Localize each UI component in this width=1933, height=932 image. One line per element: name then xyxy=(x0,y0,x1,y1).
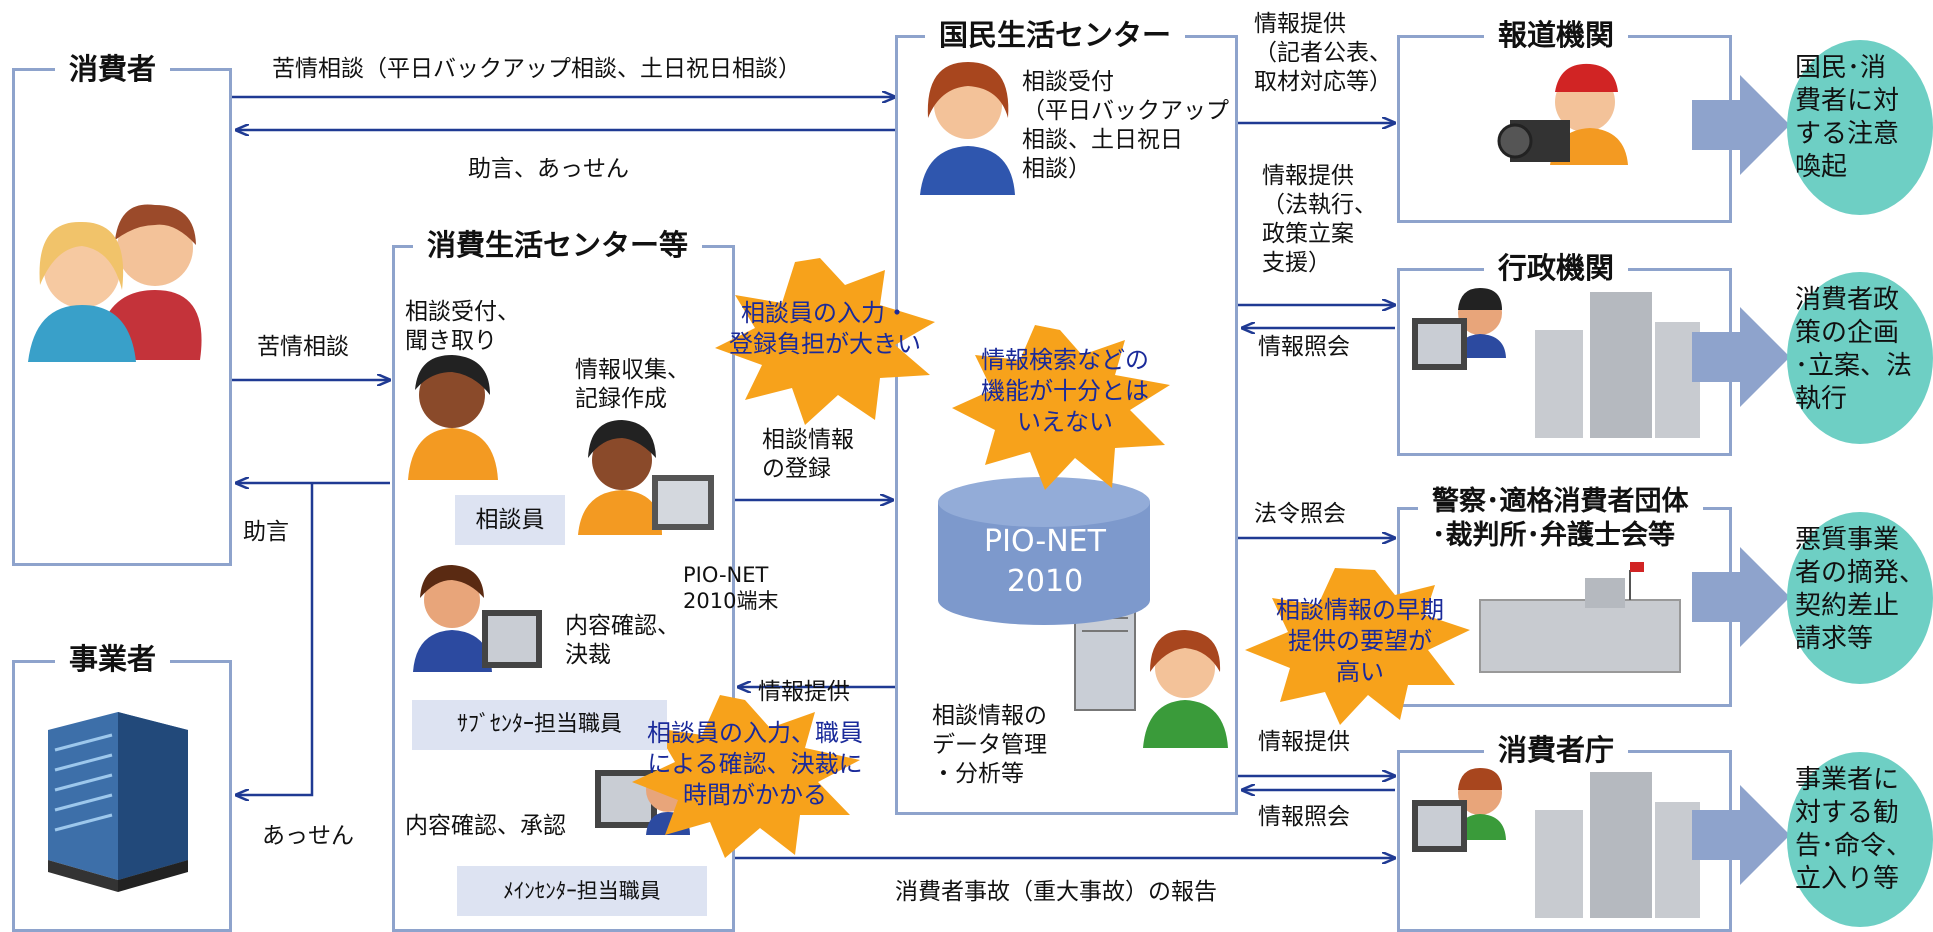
press-box xyxy=(1397,35,1732,223)
pio-net-label: PIO-NET 2010 xyxy=(984,524,1106,599)
label-accident: 消費者事故（重大事故）の報告 xyxy=(895,879,1217,905)
label-register: 相談情報 の登録 xyxy=(762,427,854,482)
sub-staff-label: ｻﾌﾞｾﾝﾀｰ担当職員 xyxy=(412,700,667,750)
outcome-3: 悪質事業 者の摘発、 契約差止 請求等 xyxy=(1787,512,1933,684)
consumers-icon xyxy=(28,204,202,362)
approve-label: 内容確認、承認 xyxy=(405,813,566,839)
label-admin-query: 情報照会 xyxy=(1258,334,1350,360)
outcome-arrows xyxy=(1692,75,1790,885)
caa-title: 消費者庁 xyxy=(1484,733,1629,767)
caa-person-icon xyxy=(1412,768,1506,852)
center-intake: 相談受付、 聞き取り xyxy=(405,299,520,354)
kokumin-manage: 相談情報の データ管理 ・分析等 xyxy=(932,703,1047,787)
press-title: 報道機関 xyxy=(1484,18,1629,52)
kokumin-intake-icon xyxy=(920,62,1015,195)
burst-text-2: 情報検索などの 機能が十分とは いえない xyxy=(981,346,1149,436)
business-title: 事業者 xyxy=(55,642,171,676)
burst-4 xyxy=(632,695,860,858)
center-collect: 情報収集、 記録作成 xyxy=(575,357,690,412)
label-info-center: 情報提供 xyxy=(758,679,850,705)
center-title: 消費生活センター等 xyxy=(413,228,703,262)
label-advice-top: 助言、あっせん xyxy=(468,156,629,182)
outcome-1: 国民･消 費者に対 する注意 喚起 xyxy=(1787,40,1933,215)
admin-person-icon xyxy=(1412,288,1506,370)
label-advice-mid: 助言 xyxy=(243,519,289,545)
burst-3 xyxy=(1245,568,1470,725)
label-complaint-top: 苦情相談（平日バックアップ相談、土日祝日相談） xyxy=(272,56,801,82)
review-label: 内容確認、 決裁 xyxy=(565,613,680,668)
label-caa-query: 情報照会 xyxy=(1258,804,1350,830)
camera-person-icon xyxy=(1497,63,1628,165)
arrow-mediation xyxy=(236,483,314,795)
burst-1 xyxy=(715,258,935,425)
burst-text-1: 相談員の入力・ 登録負担が大きい xyxy=(729,299,921,358)
burst-shapes xyxy=(632,258,1470,858)
admin-title: 行政機関 xyxy=(1484,251,1629,285)
kokumin-title: 国民生活センター xyxy=(925,18,1186,52)
police-title: 警察･適格消費者団体 ･裁判所･弁護士会等 xyxy=(1418,485,1703,553)
terminal-label: PIO-NET 2010端末 xyxy=(683,563,779,613)
burst-text-3: 相談情報の早期 提供の要望が 高い xyxy=(1276,596,1444,686)
outcome-2: 消費者政 策の企画 ･立案、法 執行 xyxy=(1787,272,1933,444)
label-complaint-mid: 苦情相談 xyxy=(257,334,349,360)
admin-building-icon xyxy=(1535,292,1700,438)
kokumin-intake: 相談受付 （平日バックアップ 相談、土日祝日 相談） xyxy=(1022,69,1229,182)
burst-text-4: 相談員の入力、職員 による確認、決裁に 時間がかかる xyxy=(647,719,863,809)
collector-icon xyxy=(578,420,714,535)
sub-staff-icon xyxy=(413,565,542,672)
counselor-icon xyxy=(408,355,498,480)
caa-building-icon xyxy=(1535,772,1700,918)
court-building-icon xyxy=(1479,562,1681,673)
label-caa-info: 情報提供 xyxy=(1258,729,1350,755)
label-law-query: 法令照会 xyxy=(1254,501,1346,527)
consumer-title: 消費者 xyxy=(55,52,171,86)
analyst-icon xyxy=(1143,630,1228,748)
building-icon xyxy=(48,712,188,892)
counselor-label: 相談員 xyxy=(455,495,565,545)
label-mediation: あっせん xyxy=(262,823,354,849)
outcome-4: 事業者に 対する勧 告･命令、 立入り等 xyxy=(1787,752,1933,927)
label-press-info: 情報提供 （記者公表、 取材対応等） xyxy=(1254,11,1392,95)
label-admin-info: 情報提供 （法執行、 政策立案 支援） xyxy=(1262,163,1377,276)
burst-2 xyxy=(952,325,1170,490)
main-staff-label: ﾒｲﾝｾﾝﾀｰ担当職員 xyxy=(457,866,707,916)
pio-net-database xyxy=(938,477,1150,625)
